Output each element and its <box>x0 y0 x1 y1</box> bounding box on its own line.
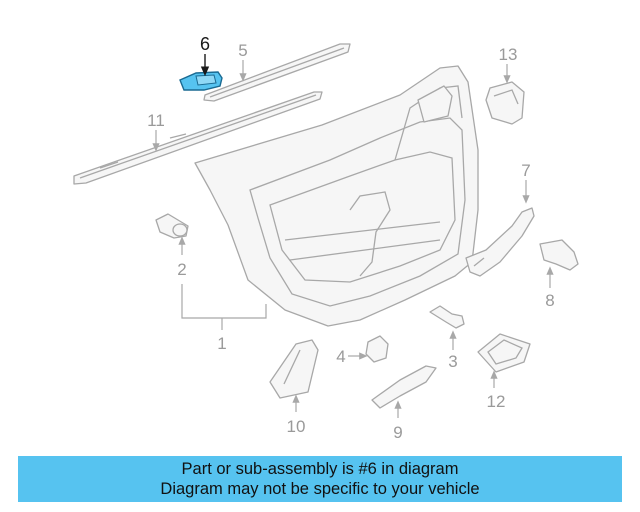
part-8-bracket[interactable] <box>539 239 579 271</box>
callout-3: 3 <box>448 352 457 371</box>
callout-1: 1 <box>217 334 226 353</box>
part-1-door-trim-panel[interactable] <box>194 65 479 327</box>
part-2-socket[interactable] <box>155 213 189 239</box>
leader-lines <box>152 54 554 418</box>
part-11-weatherstrip[interactable] <box>73 91 323 185</box>
part-10-end-cap[interactable] <box>269 339 319 399</box>
callout-9: 9 <box>393 423 402 442</box>
callout-8: 8 <box>545 291 554 310</box>
callout-6: 6 <box>200 34 210 54</box>
banner-line-1: Part or sub-assembly is #6 in diagram <box>181 460 459 478</box>
parts-diagram: 6 5 11 13 7 8 2 1 3 4 10 9 12 <box>73 34 579 442</box>
info-banner: Part or sub-assembly is #6 in diagram Di… <box>18 456 622 502</box>
part-7-pull-handle[interactable] <box>465 207 535 277</box>
part-13-switch[interactable] <box>485 81 525 125</box>
callout-10: 10 <box>287 417 306 436</box>
callout-2: 2 <box>177 260 186 279</box>
banner-line-2: Diagram may not be specific to your vehi… <box>160 480 480 498</box>
part-9-trim-piece[interactable] <box>371 365 437 409</box>
part-5-belt-molding[interactable] <box>203 43 351 102</box>
callout-11: 11 <box>147 111 165 130</box>
part-4-grommet[interactable] <box>365 335 389 363</box>
part-3-push-pin[interactable] <box>429 305 465 329</box>
callout-4: 4 <box>336 347 345 366</box>
callout-7: 7 <box>521 161 530 180</box>
callout-5: 5 <box>238 41 247 60</box>
part-12-reflector[interactable] <box>477 333 531 373</box>
callout-labels: 6 5 11 13 7 8 2 1 3 4 10 9 12 <box>147 34 555 442</box>
callout-12: 12 <box>487 392 506 411</box>
part-6-clip-highlighted[interactable] <box>179 71 223 91</box>
callout-13: 13 <box>499 45 518 64</box>
